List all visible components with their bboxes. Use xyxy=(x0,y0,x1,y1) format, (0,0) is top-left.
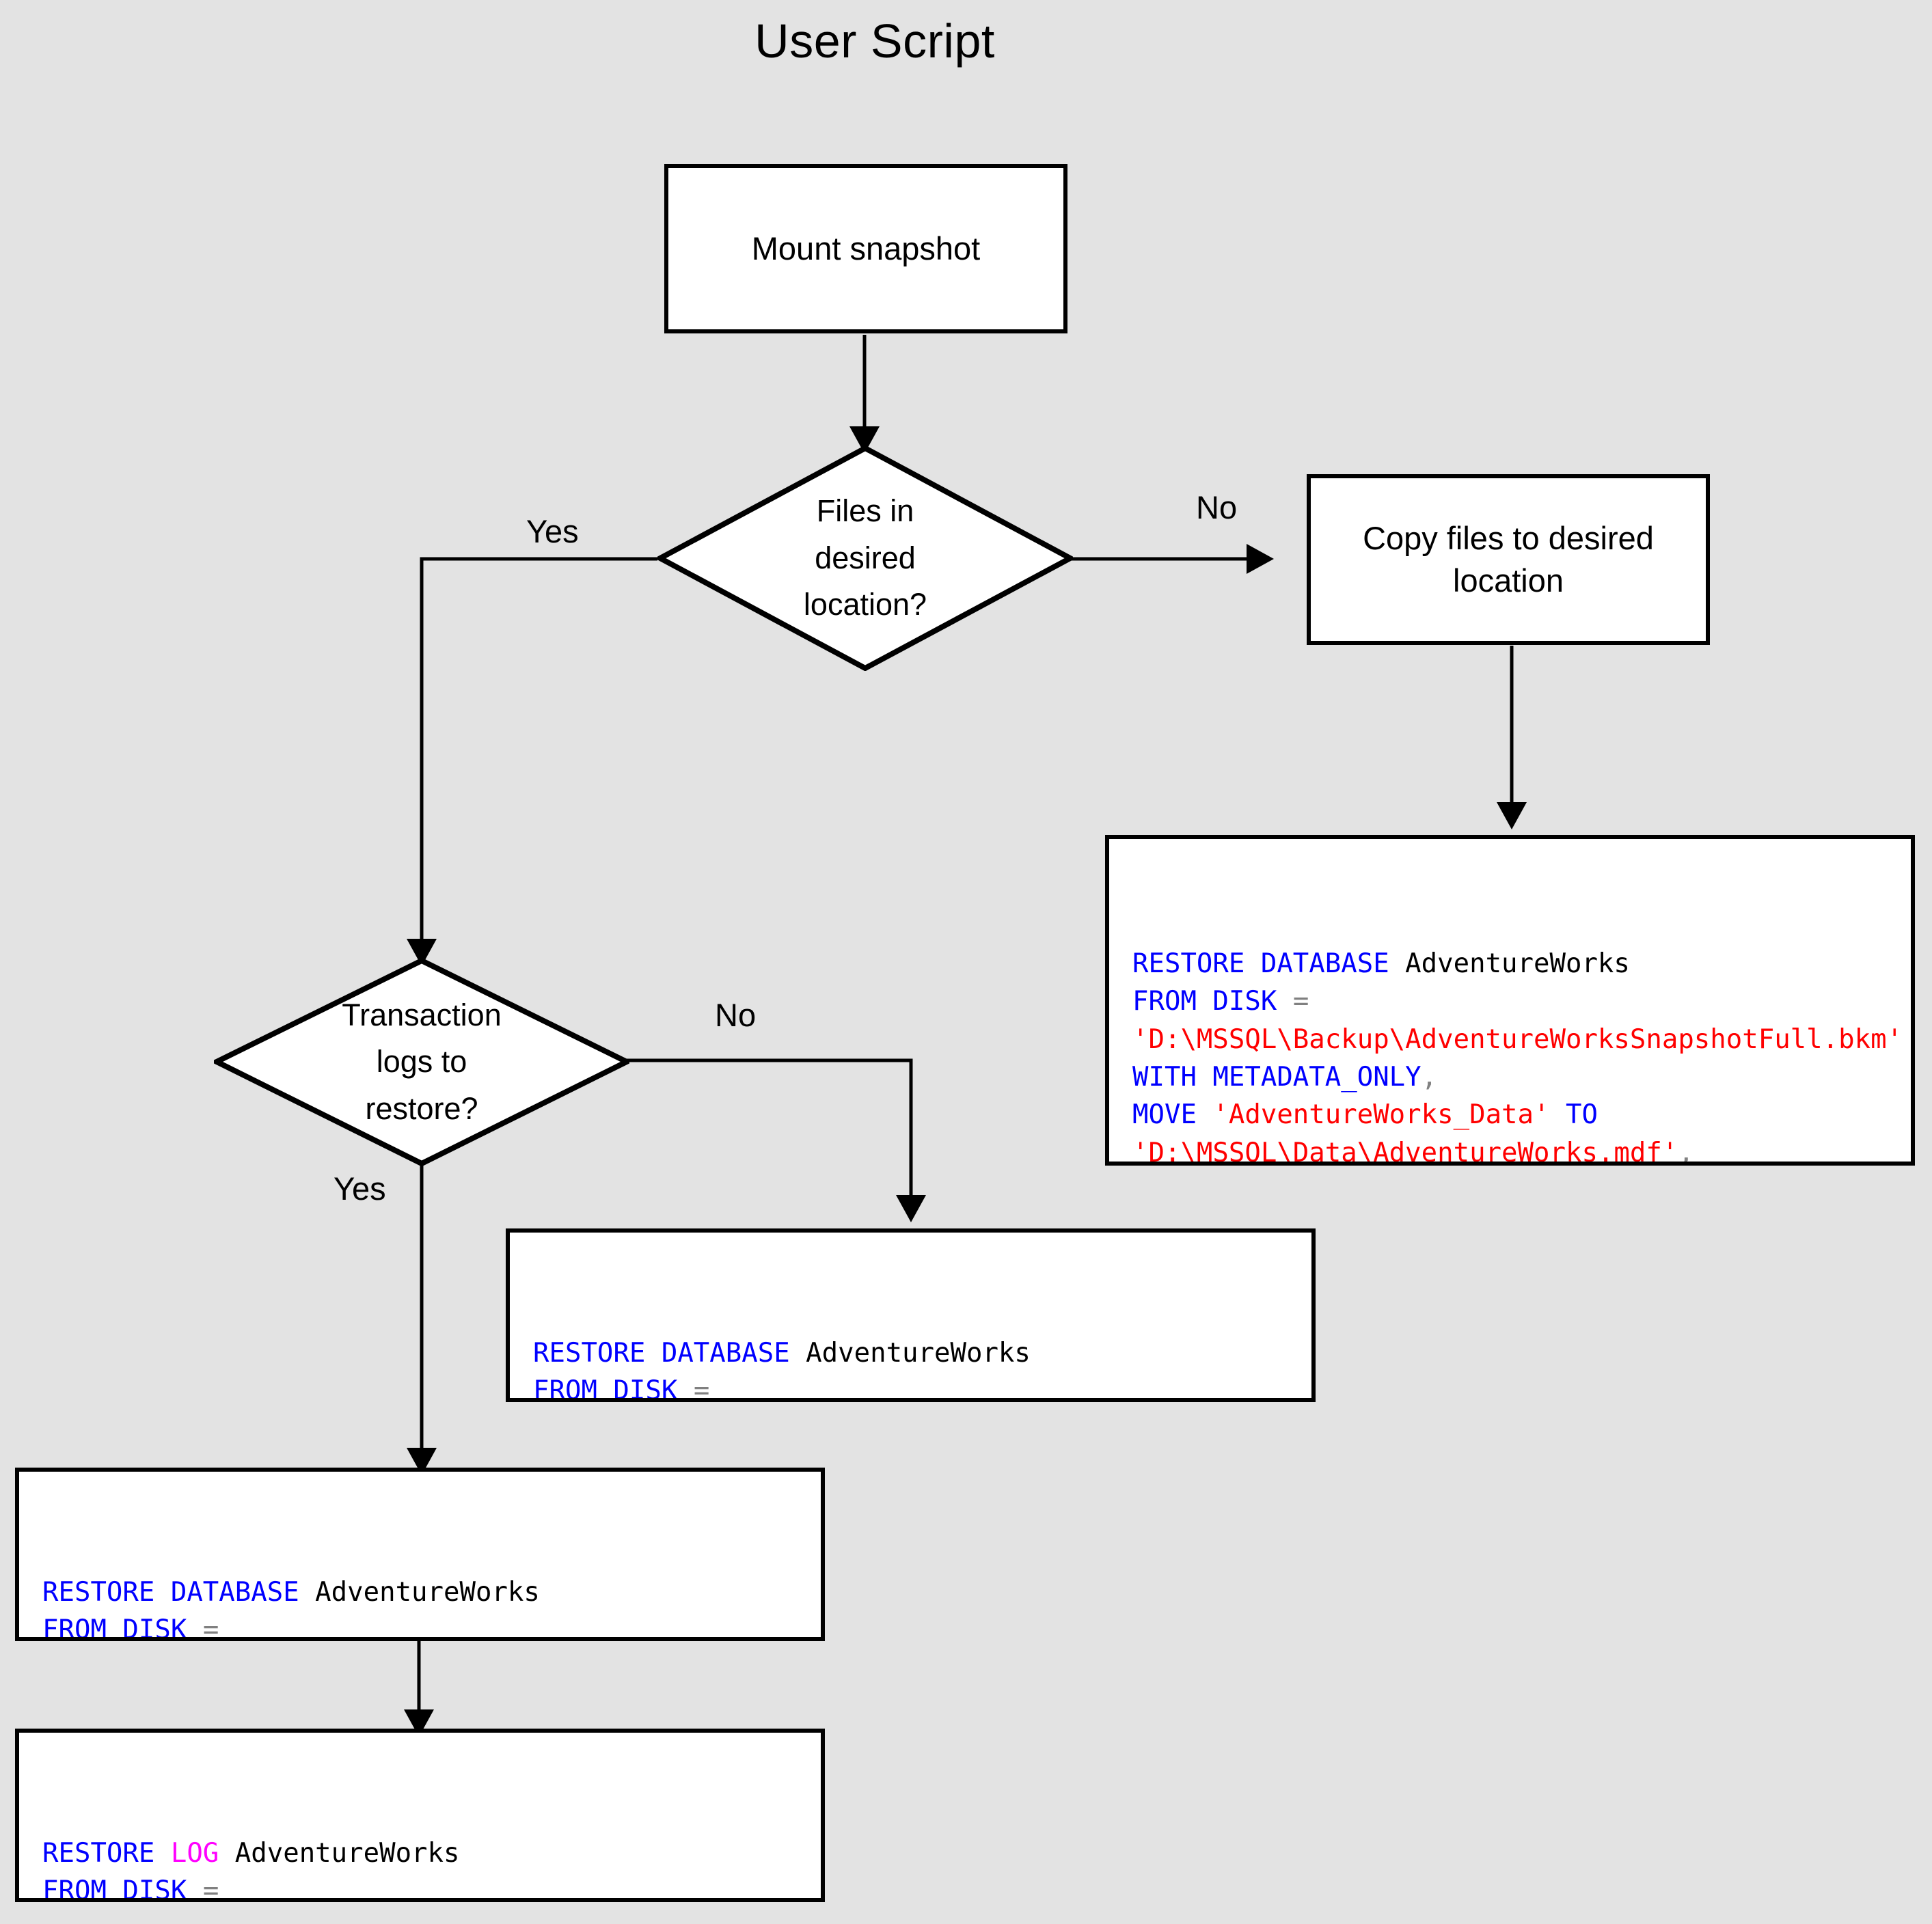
node-mount-snapshot-label: Mount snapshot xyxy=(751,230,981,266)
node-files-decision[interactable]: Files in desired location? xyxy=(657,445,1073,671)
code-text-restore-log: RESTORE LOG AdventureWorks FROM DISK = '… xyxy=(42,1837,460,1902)
edge-label-files-yes: Yes xyxy=(526,513,579,549)
code-text-restore-metadata-only: RESTORE DATABASE AdventureWorks FROM DIS… xyxy=(533,1337,1031,1402)
code-text-restore-norecovery: RESTORE DATABASE AdventureWorks FROM DIS… xyxy=(42,1576,540,1641)
code-block-restore-log[interactable]: RESTORE LOG AdventureWorks FROM DISK = '… xyxy=(15,1729,825,1902)
node-logs-decision[interactable]: Transaction logs to restore? xyxy=(214,958,629,1166)
node-copy-files[interactable]: Copy files to desired location xyxy=(1307,474,1710,645)
code-block-restore-metadata-only[interactable]: RESTORE DATABASE AdventureWorks FROM DIS… xyxy=(506,1228,1316,1402)
edge-label-logs-yes: Yes xyxy=(334,1170,386,1207)
node-mount-snapshot[interactable]: Mount snapshot xyxy=(664,164,1067,333)
edge-label-logs-no: No xyxy=(715,997,757,1033)
code-block-restore-with-move[interactable]: RESTORE DATABASE AdventureWorks FROM DIS… xyxy=(1105,835,1915,1166)
decision-diamond-shape xyxy=(657,445,1073,671)
edge-label-files-no: No xyxy=(1196,489,1238,525)
code-text-restore-with-move: RESTORE DATABASE AdventureWorks FROM DIS… xyxy=(1132,948,1903,1166)
page-title: User Script xyxy=(754,14,995,68)
code-block-restore-norecovery[interactable]: RESTORE DATABASE AdventureWorks FROM DIS… xyxy=(15,1468,825,1641)
edge-logs-no xyxy=(584,1058,926,1223)
decision-diamond-shape-2 xyxy=(214,958,629,1166)
node-copy-files-label: Copy files to desired location xyxy=(1363,519,1654,599)
edge-files-yes xyxy=(407,557,657,967)
